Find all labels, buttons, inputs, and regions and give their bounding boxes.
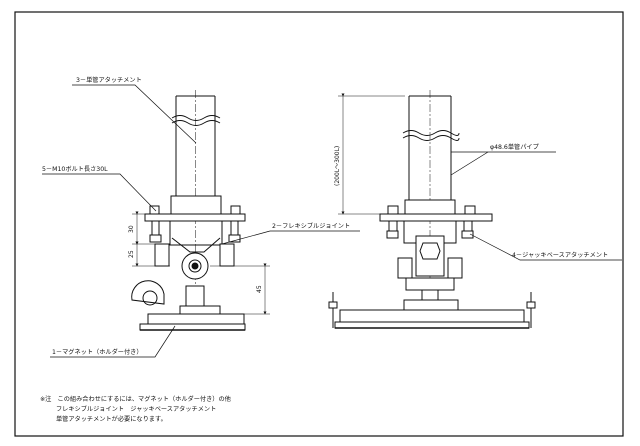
left-magnet <box>131 280 246 331</box>
right-view <box>328 90 536 329</box>
left-pipe <box>171 90 221 300</box>
dimension-45: 45 <box>256 285 263 293</box>
note-line-3: 単管アタッチメントが必要になります。 <box>56 415 167 423</box>
left-dimensions <box>132 211 270 315</box>
right-dimensions <box>338 93 405 215</box>
callout-jack-base-attachment: 4－ジャッキベースアタッチメント <box>512 251 608 259</box>
dimension-pipe-length: (200L～300L) <box>334 146 341 186</box>
leader-lines <box>42 84 622 358</box>
left-flexible-joint <box>154 220 235 280</box>
dimension-25: 25 <box>128 250 135 258</box>
right-jack-base <box>397 220 463 313</box>
callout-flexible-joint: 2－フレキシブルジョイント <box>272 222 350 230</box>
callout-pipe-attachment: 3－単管アタッチメント <box>76 76 142 84</box>
callout-bolt: 5－M10ボルト長さ30L <box>42 165 108 173</box>
drawing-border <box>14 11 624 437</box>
note-line-2: フレキシブルジョイント ジャッキベースアタッチメント <box>56 405 216 413</box>
note-line-1: ※注 この組み合わせにするには、マグネット（ホルダー付き）の他 <box>40 395 231 403</box>
left-mount-plate <box>144 195 246 243</box>
left-view <box>131 90 270 331</box>
dimension-30: 30 <box>128 225 135 233</box>
callout-magnet: 1－マグネット（ホルダー付き） <box>52 348 143 356</box>
right-base-rail <box>328 292 536 329</box>
right-mount-plate <box>379 199 493 239</box>
callout-pipe-spec: φ48.6単管パイプ <box>490 143 540 151</box>
